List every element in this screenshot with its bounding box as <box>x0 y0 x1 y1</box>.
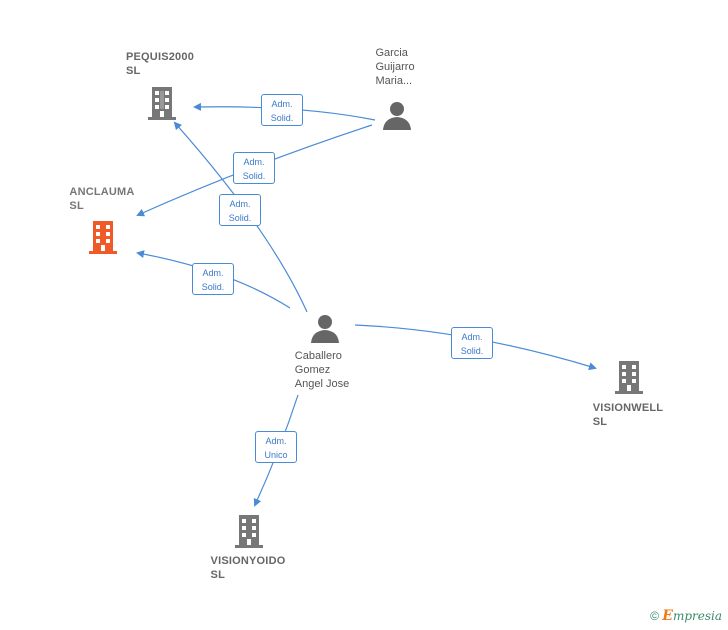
person-icon[interactable] <box>382 100 412 130</box>
copyright-symbol: © <box>650 609 659 623</box>
edge-label-caballero-visionwell: Adm.Solid. <box>451 327 493 359</box>
brand-logo-initial: E <box>662 608 673 624</box>
edge-label-caballero-anclauma: Adm.Solid. <box>192 263 234 295</box>
building-icon[interactable] <box>233 513 265 549</box>
building-icon-highlight[interactable] <box>87 219 119 255</box>
person-icon[interactable] <box>310 313 340 343</box>
brand-logo-text: mpresia <box>672 609 722 623</box>
building-icon[interactable] <box>146 85 178 121</box>
building-icon[interactable] <box>613 359 645 395</box>
edge-label-caballero-visionyoido: Adm.Unico <box>255 431 297 463</box>
edge-label-caballero-pequis: Adm.Solid. <box>219 194 261 226</box>
edge-label-garcia-anclauma: Adm.Solid. <box>233 152 275 184</box>
edge-label-garcia-pequis: Adm.Solid. <box>261 94 303 126</box>
brand-footer: © Empresia <box>650 608 722 624</box>
